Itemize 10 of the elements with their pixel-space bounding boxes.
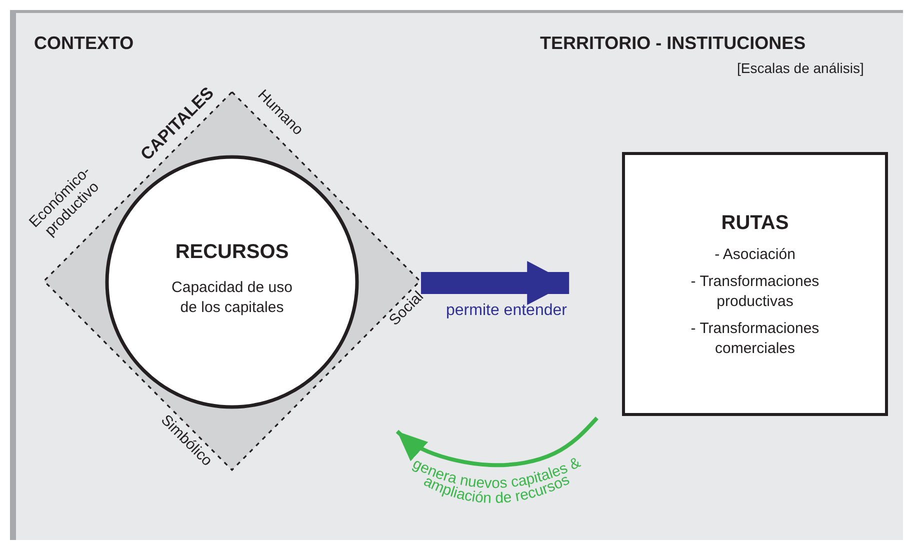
node-text: Capacidad de uso de los capitales — [170, 278, 294, 318]
subheading: [Escalas de análisis] — [737, 60, 864, 76]
node-text: - Asociación — [714, 245, 796, 265]
node-text: - Transformaciones productivas — [690, 272, 820, 312]
node-title: RUTAS — [721, 212, 789, 235]
heading: CONTEXTO — [34, 33, 134, 54]
heading: TERRITORIO - INSTITUCIONES — [540, 33, 806, 54]
node-title: RECURSOS — [175, 241, 289, 264]
edge-label: permite entender — [446, 302, 567, 320]
node-text: - Transformaciones comerciales — [690, 319, 820, 359]
